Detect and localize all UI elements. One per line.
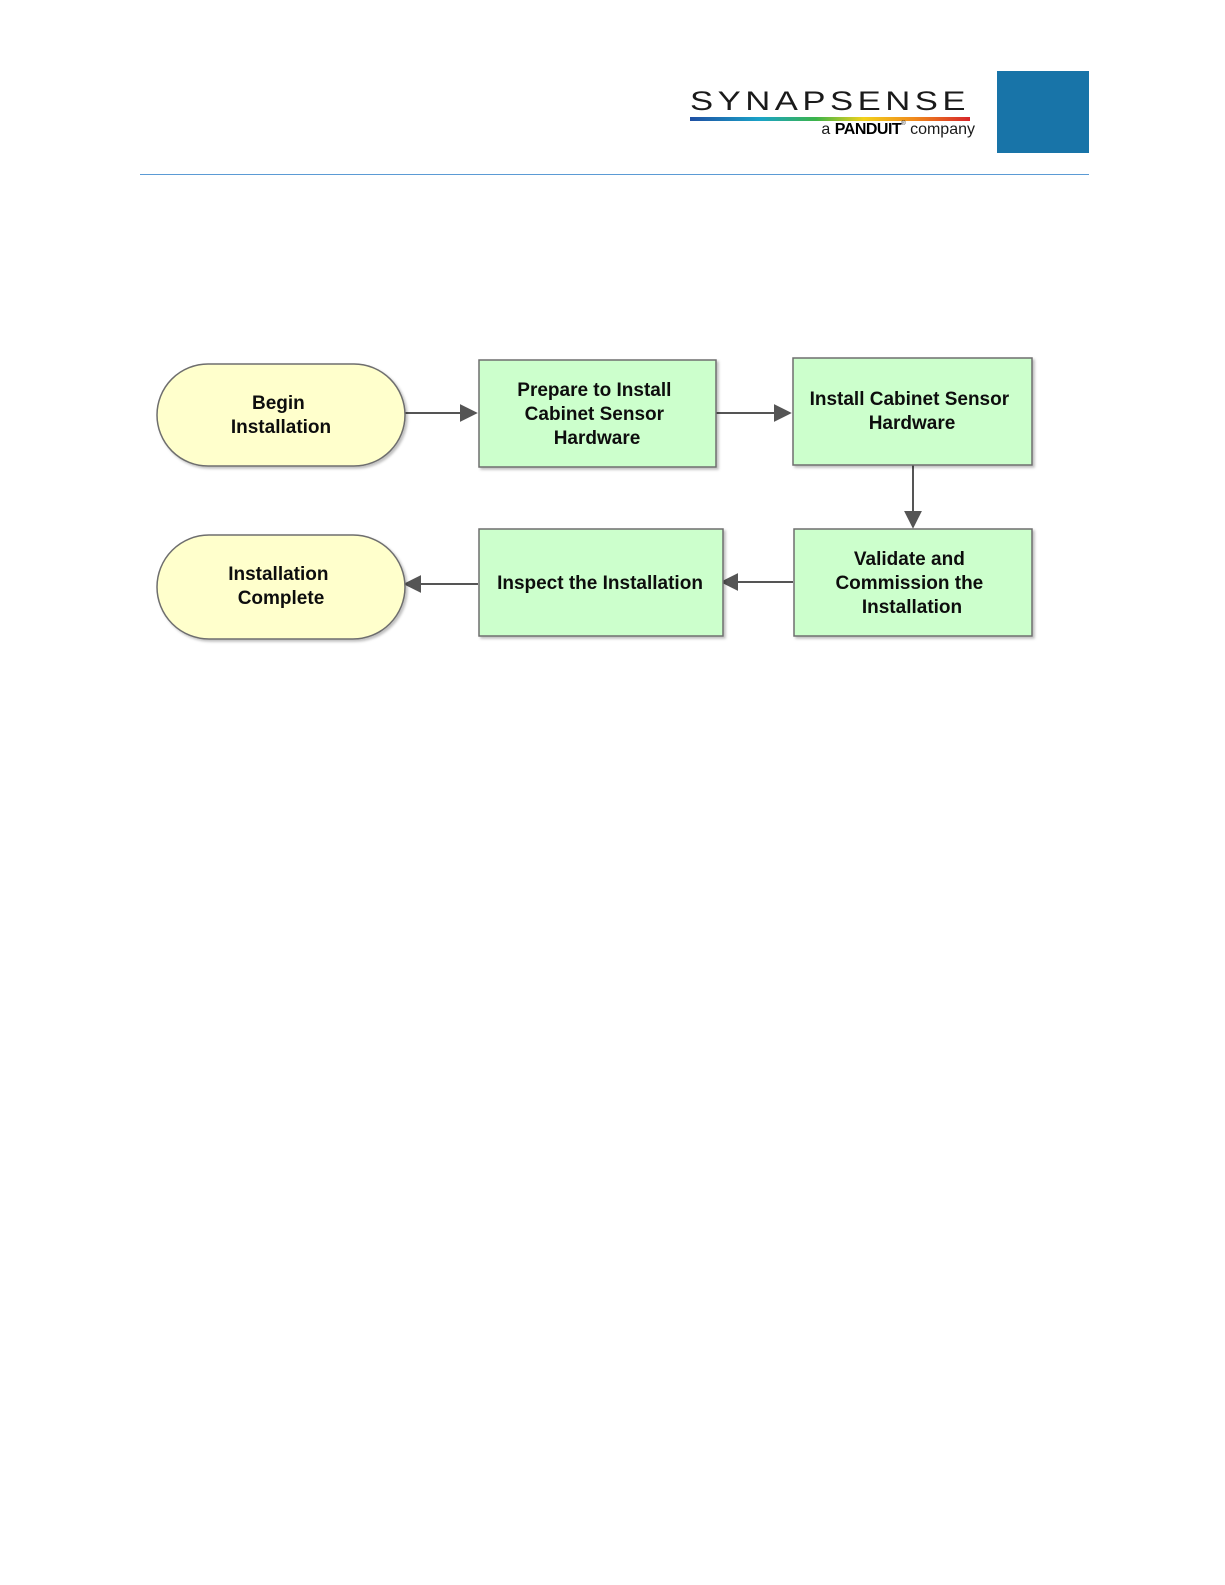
flowchart-node-validate: Validate and Commission the Installation (794, 529, 1032, 636)
node-label-line: Installation (862, 597, 962, 618)
node-label-line: Prepare to Install (517, 380, 671, 401)
node-label-line: Hardware (869, 413, 956, 434)
process-shape (793, 358, 1032, 465)
flowchart-node-prepare: Prepare to Install Cabinet Sensor Hardwa… (479, 360, 716, 467)
flowchart-node-install: Install Cabinet Sensor Hardware (793, 358, 1032, 465)
installation-flowchart: Begin Installation Prepare to Install Ca… (0, 0, 1225, 700)
node-label-line: Hardware (554, 428, 641, 449)
node-label-line: Validate and (854, 549, 965, 570)
node-label-line: Complete (238, 588, 325, 609)
terminal-shape (157, 535, 405, 639)
flowchart-node-complete: Installation Complete (157, 535, 405, 639)
node-label-line: Inspect the Installation (497, 573, 703, 594)
node-label-line: Installation (231, 417, 331, 438)
flowchart-node-inspect: Inspect the Installation (479, 529, 723, 636)
flowchart-node-begin: Begin Installation (157, 364, 405, 466)
node-label: Inspect the Installation (497, 573, 703, 594)
node-label-line: Cabinet Sensor (525, 404, 665, 425)
terminal-shape (157, 364, 405, 466)
node-label-line: Commission the (835, 573, 983, 594)
node-label-line: Installation (228, 564, 328, 585)
node-label-line: Begin (252, 393, 305, 414)
node-label-line: Install Cabinet Sensor (810, 389, 1010, 410)
